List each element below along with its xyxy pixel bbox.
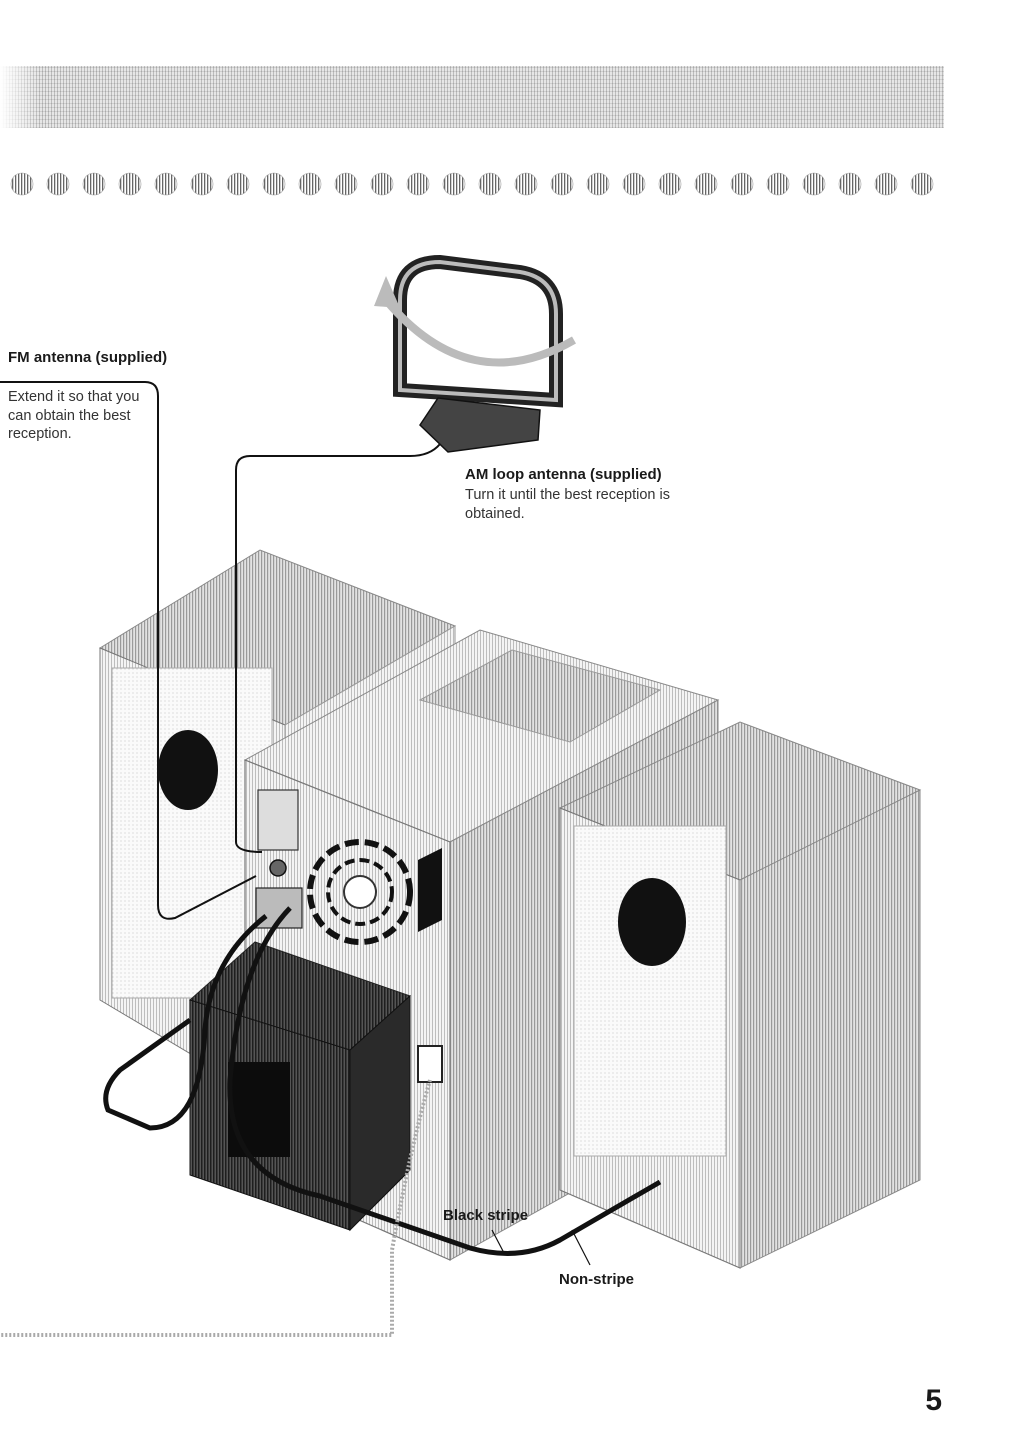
dot-row-circles [10,172,934,196]
non-stripe-leader [571,1229,591,1266]
power-inlet [417,1045,443,1083]
right-speaker [558,721,922,1269]
header-pattern-band [0,66,944,128]
speaker-cables [103,906,662,1256]
fm-antenna-description: Extend it so that you can obtain the bes… [8,389,140,442]
antenna-terminal-panel [257,789,299,851]
page-number: 5 [925,1384,942,1417]
non-stripe-label: Non-stripe [559,1271,634,1288]
right-speaker-driver [618,878,686,966]
black-stripe-leader [491,1229,505,1254]
antenna-cables [0,381,441,920]
fm-antenna-title: FM antenna (supplied) [8,349,168,366]
rotation-arrow [382,297,576,367]
left-speaker-driver [158,730,218,810]
am-loop-antenna [374,254,576,453]
power-cord [0,1079,432,1337]
decorative-dot-row [0,170,944,198]
am-antenna-title: AM loop antenna (supplied) [465,466,662,483]
black-stripe-label: Black stripe [443,1207,529,1224]
fm-antenna-jack [269,859,287,877]
cooling-fan-grille [307,839,413,945]
am-antenna-description: Turn it until the best reception is obta… [465,487,670,522]
dark-transformer-box [189,941,411,1232]
